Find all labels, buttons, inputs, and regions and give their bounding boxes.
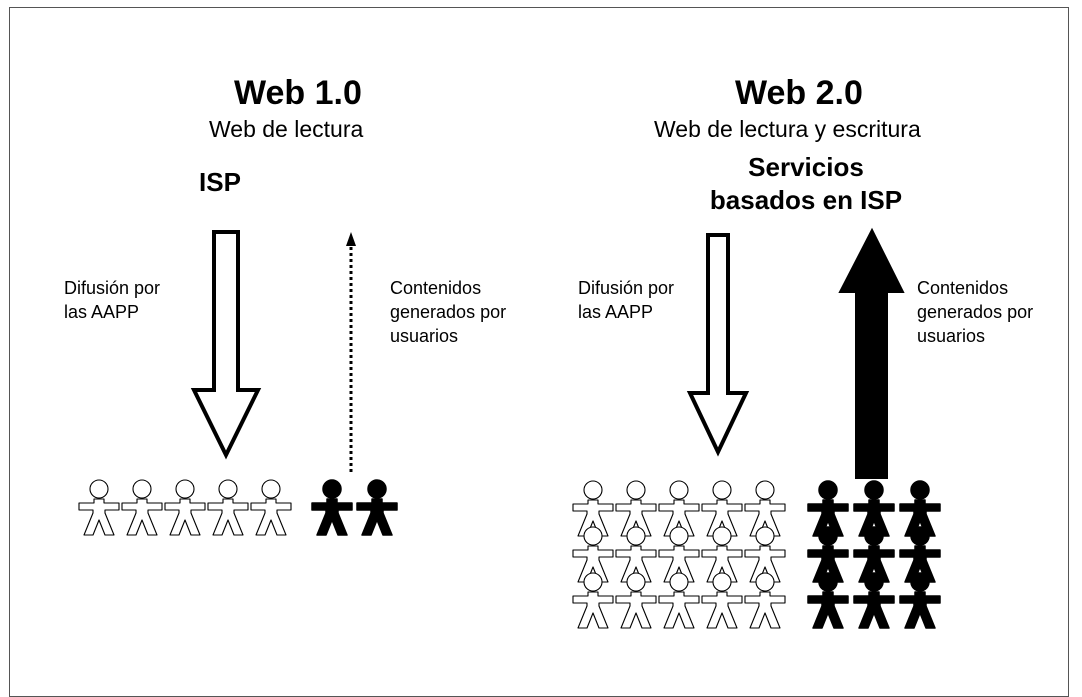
- web2-down-label: Difusión por las AAPP: [578, 276, 674, 324]
- person-outline-icon: [615, 572, 657, 629]
- web1-down-label-line2: las AAPP: [64, 302, 140, 322]
- person-filled-icon: [899, 526, 941, 583]
- web2-provider-line1: Servicios: [748, 152, 864, 182]
- web2-provider: Servicios basados en ISP: [686, 151, 926, 217]
- web1-up-label: Contenidos generados por usuarios: [390, 276, 506, 348]
- web2-provider-line2: basados en ISP: [709, 185, 903, 215]
- person-filled-icon: [853, 572, 895, 629]
- web2-down-label-line1: Difusión por: [578, 278, 675, 298]
- person-outline-icon: [572, 480, 614, 537]
- web1-down-label: Difusión por las AAPP: [64, 276, 160, 324]
- web2-up-label-line2: generados por: [917, 302, 1034, 322]
- person-outline-icon: [701, 572, 743, 629]
- person-filled-icon: [807, 480, 849, 537]
- person-filled-icon: [899, 480, 941, 537]
- web2-down-label-line2: las AAPP: [578, 302, 654, 322]
- web2-up-label: Contenidos generados por usuarios: [917, 276, 1033, 348]
- web1-up-label-line1: Contenidos: [390, 278, 482, 298]
- person-outline-icon: [744, 526, 786, 583]
- dotted-up-arrow-icon: [346, 232, 356, 472]
- person-filled-icon: [807, 526, 849, 583]
- person-outline-icon: [121, 479, 163, 536]
- web2-subtitle: Web de lectura y escritura: [654, 116, 921, 142]
- hollow-down-arrow-icon: [190, 230, 262, 460]
- person-filled-icon: [899, 572, 941, 629]
- solid-up-arrow-icon: [838, 227, 905, 479]
- person-filled-icon: [807, 572, 849, 629]
- person-outline-icon: [744, 572, 786, 629]
- person-outline-icon: [658, 572, 700, 629]
- person-outline-icon: [572, 572, 614, 629]
- web1-down-label-line1: Difusión por: [64, 278, 161, 298]
- person-filled-icon: [853, 480, 895, 537]
- person-filled-icon: [311, 479, 353, 536]
- person-outline-icon: [250, 479, 292, 536]
- web2-up-label-line1: Contenidos: [917, 278, 1009, 298]
- web1-up-label-line3: usuarios: [390, 326, 459, 346]
- web1-provider: ISP: [199, 167, 241, 197]
- web2-title: Web 2.0: [735, 74, 863, 112]
- person-outline-icon: [572, 526, 614, 583]
- person-outline-icon: [164, 479, 206, 536]
- web1-up-label-line2: generados por: [390, 302, 507, 322]
- person-outline-icon: [701, 526, 743, 583]
- web2-up-label-line3: usuarios: [917, 326, 986, 346]
- person-filled-icon: [356, 479, 398, 536]
- person-outline-icon: [78, 479, 120, 536]
- web1-subtitle: Web de lectura: [209, 116, 364, 142]
- person-outline-icon: [701, 480, 743, 537]
- person-filled-icon: [853, 526, 895, 583]
- hollow-down-arrow-icon: [686, 233, 750, 457]
- person-outline-icon: [207, 479, 249, 536]
- web1-title: Web 1.0: [234, 74, 362, 112]
